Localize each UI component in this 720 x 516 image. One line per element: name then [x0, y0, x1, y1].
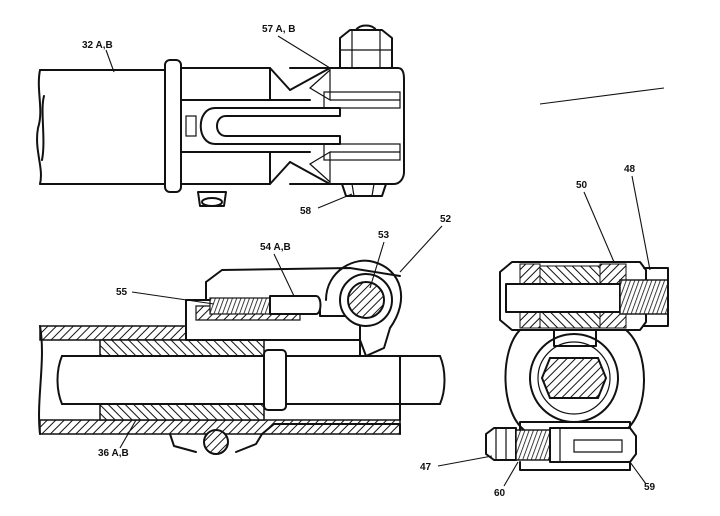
callout-52: 52	[399, 214, 452, 273]
callout-label-48: 48	[624, 164, 636, 175]
callout-54: 54 A,B	[260, 242, 295, 297]
callout-48: 48	[624, 164, 651, 271]
callout-label-60: 60	[494, 488, 506, 499]
callout-50: 50	[576, 180, 615, 263]
callout-label-55: 55	[116, 287, 128, 298]
callout-57: 57 A, B	[262, 24, 331, 69]
section-view	[38, 259, 446, 455]
callout-label-54: 54 A,B	[260, 242, 291, 253]
top-assembly-view	[36, 24, 405, 207]
end-view	[485, 261, 669, 471]
callout-label-32: 32 A,B	[82, 40, 113, 51]
callout-label-47: 47	[420, 462, 432, 473]
callout-55: 55	[116, 287, 215, 305]
callout-58: 58	[300, 193, 353, 217]
callout-label-52: 52	[440, 214, 452, 225]
callout-59: 59	[629, 461, 656, 493]
callout-47: 47	[420, 455, 493, 473]
callout-label-57: 57 A, B	[262, 24, 296, 35]
callout-label-53: 53	[378, 230, 390, 241]
callout-36: 36 A,B	[98, 419, 137, 459]
callout-label-59: 59	[644, 482, 656, 493]
callout-53: 53	[369, 230, 390, 289]
callout-label-36: 36 A,B	[98, 448, 129, 459]
divider-line	[539, 87, 665, 105]
callout-32: 32 A,B	[82, 40, 115, 73]
callout-60: 60	[494, 461, 519, 499]
callout-label-58: 58	[300, 206, 312, 217]
callout-label-50: 50	[576, 180, 588, 191]
